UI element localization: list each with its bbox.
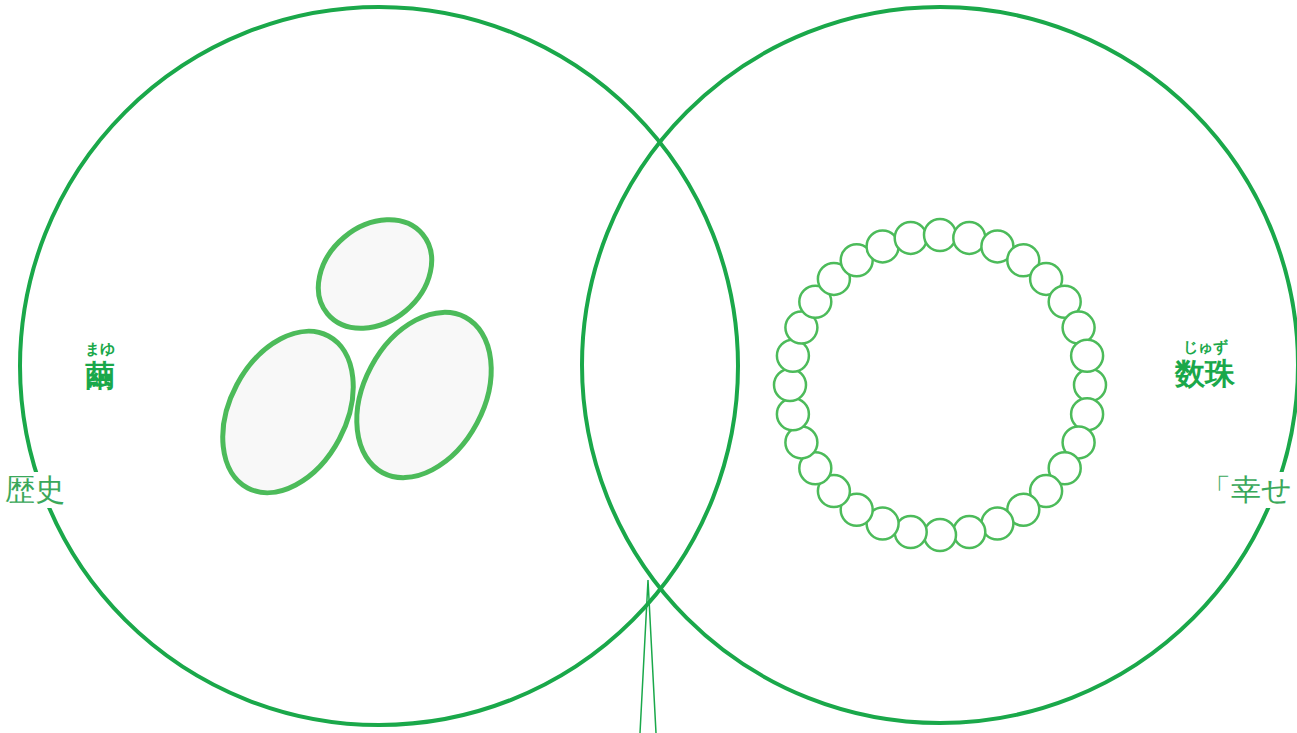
bead: [924, 519, 956, 551]
edge-label: 歴史: [2, 472, 68, 508]
bead: [953, 516, 985, 548]
bead: [777, 398, 809, 430]
beads-ring: [774, 219, 1106, 551]
bead: [1071, 340, 1103, 372]
bead: [895, 222, 927, 254]
edge-label: 「幸せ: [1198, 472, 1295, 508]
circle-outline: [18, 5, 740, 727]
bead: [924, 219, 956, 251]
bead: [774, 369, 806, 401]
circle-line: [582, 7, 1297, 723]
circle-line: [20, 7, 738, 725]
circle-region: まゆ繭: [18, 5, 740, 727]
term-stack: じゅず数珠: [1175, 338, 1235, 392]
term-stack: まゆ繭: [85, 340, 115, 394]
bead: [1074, 369, 1106, 401]
term-label: 繭: [85, 358, 115, 394]
term-label: 数珠: [1175, 356, 1235, 392]
ruby-reading: じゅず: [1175, 338, 1235, 356]
ruby-reading: まゆ: [85, 340, 115, 358]
cocoon-drawing: [196, 197, 518, 515]
circle-region: じゅず数珠: [580, 5, 1297, 725]
